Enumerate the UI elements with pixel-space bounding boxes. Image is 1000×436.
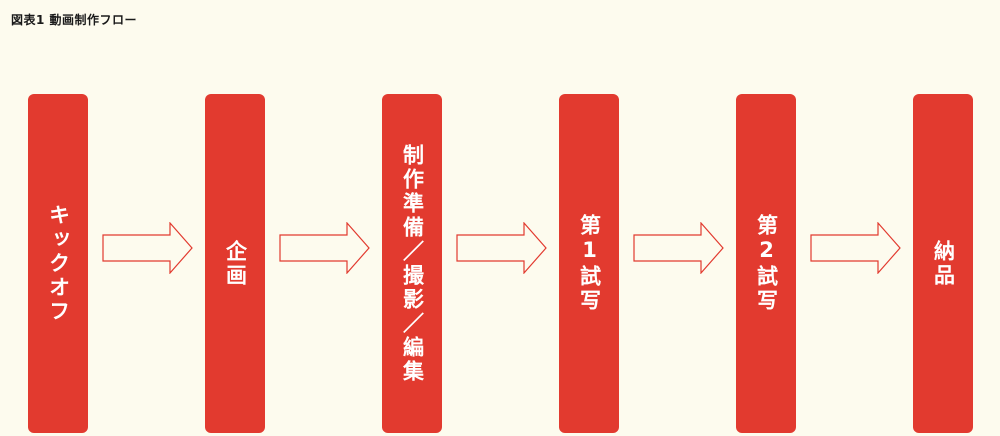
- step-label: 第1試写: [577, 214, 602, 313]
- step-label: 制作準備／撮影／編集: [400, 143, 425, 384]
- step-delivery: 納品: [913, 94, 973, 433]
- step-label: 第2試写: [754, 214, 779, 313]
- step-kickoff: キックオフ: [28, 94, 88, 433]
- arrow-right-icon: [279, 222, 370, 274]
- arrow-right-icon: [456, 222, 547, 274]
- step-production: 制作準備／撮影／編集: [382, 94, 442, 433]
- step-planning: 企画: [205, 94, 265, 433]
- arrow-right-icon: [633, 222, 724, 274]
- step-first-preview: 第1試写: [559, 94, 619, 433]
- arrow-right-icon: [102, 222, 193, 274]
- arrow-right-icon: [810, 222, 901, 274]
- step-label: 企画: [223, 239, 248, 288]
- step-label: 納品: [931, 239, 956, 288]
- figure-title: 図表1 動画制作フロー: [11, 13, 138, 27]
- step-second-preview: 第2試写: [736, 94, 796, 433]
- step-label: キックオフ: [46, 203, 71, 324]
